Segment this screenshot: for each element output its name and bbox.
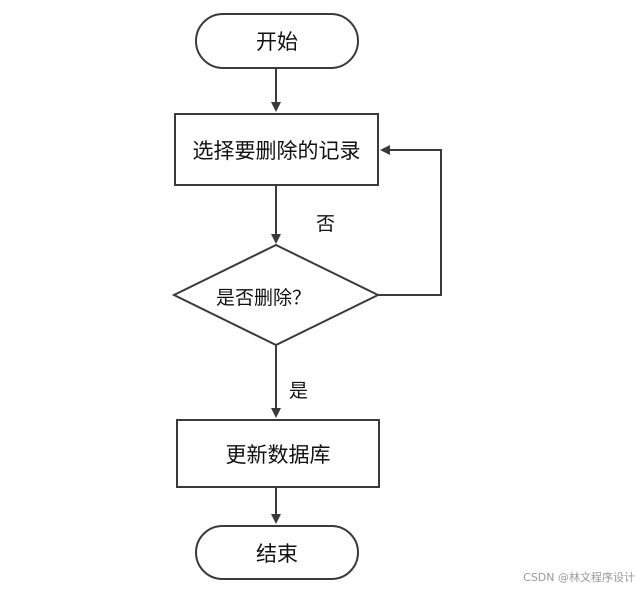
edge-label-no: 否	[316, 213, 336, 235]
end-label: 结束	[256, 541, 298, 566]
start-label: 开始	[256, 30, 298, 54]
start-terminal: 开始	[195, 13, 359, 69]
select-record-label: 选择要删除的记录	[192, 138, 361, 163]
edge-decision-no-loop	[378, 145, 442, 296]
end-terminal: 结束	[195, 525, 359, 580]
update-db-box: 更新数据库	[176, 419, 380, 488]
edge-label-yes: 是	[289, 380, 309, 402]
update-db-label: 更新数据库	[225, 442, 331, 467]
select-record-box: 选择要删除的记录	[174, 113, 379, 186]
watermark-text: CSDN @林文程序设计	[523, 571, 635, 584]
decision-label: 是否删除？	[216, 287, 312, 309]
